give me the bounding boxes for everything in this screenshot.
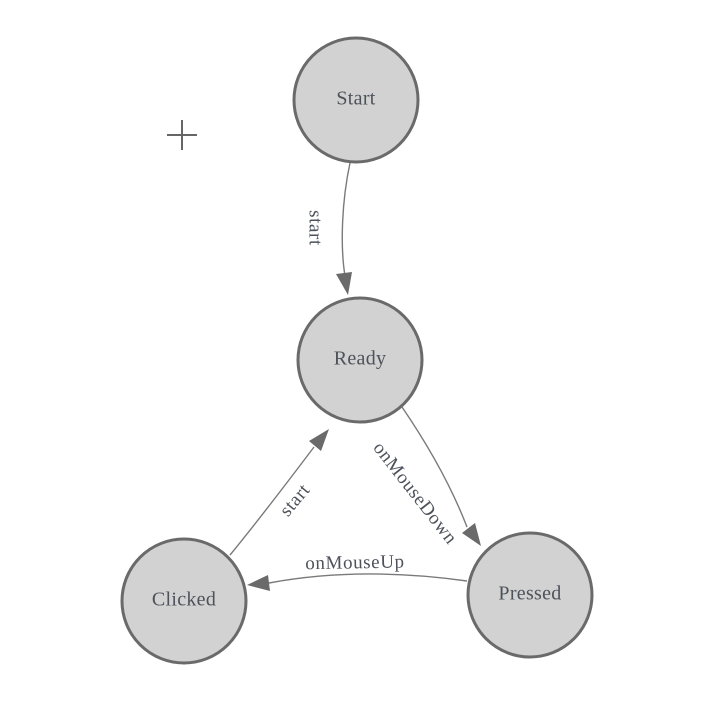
node-clicked[interactable]: Clicked [120, 537, 248, 665]
node-clicked-circle[interactable] [120, 537, 248, 665]
arrowhead-icon [247, 575, 270, 591]
edge-ready-to-pressed-line[interactable] [401, 406, 468, 528]
edge-label-start-1[interactable]: start [305, 210, 326, 246]
edge-start-to-ready[interactable]: start [305, 162, 352, 295]
edge-ready-to-pressed[interactable]: onMouseDown [369, 406, 481, 549]
node-start-circle[interactable] [292, 36, 420, 164]
node-ready[interactable]: Ready [296, 296, 424, 424]
arrowhead-icon [462, 523, 481, 546]
arrowhead-icon [309, 429, 329, 451]
node-pressed-circle[interactable] [466, 531, 594, 659]
node-start-label: Start [336, 88, 375, 110]
edge-clicked-to-ready[interactable]: start [229, 429, 329, 556]
node-clicked-label: Clicked [152, 589, 216, 611]
arrowhead-icon [336, 272, 352, 295]
edge-clicked-to-ready-line[interactable] [229, 446, 315, 556]
node-ready-circle[interactable] [296, 296, 424, 424]
node-ready-label: Ready [334, 348, 387, 370]
edge-label-start-2[interactable]: start [276, 480, 315, 521]
edge-label-onmouseup[interactable]: onMouseUp [305, 551, 405, 574]
edge-label-onmousedown[interactable]: onMouseDown [369, 438, 462, 548]
node-pressed-label: Pressed [498, 583, 561, 605]
edge-start-to-ready-line[interactable] [341, 162, 351, 277]
node-pressed[interactable]: Pressed [466, 531, 594, 659]
crosshair-cursor-icon [167, 120, 197, 150]
edge-pressed-to-clicked[interactable]: onMouseUp [247, 551, 468, 591]
node-start[interactable]: Start [292, 36, 420, 164]
edge-pressed-to-clicked-line[interactable] [268, 573, 468, 584]
